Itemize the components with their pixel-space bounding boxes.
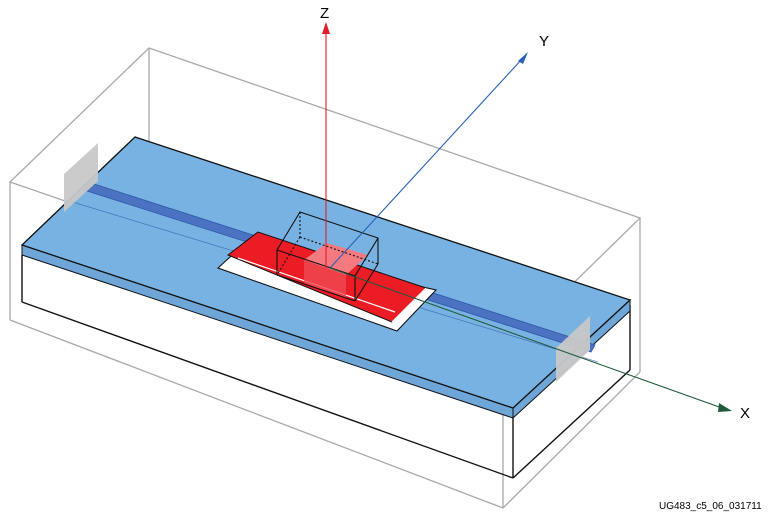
- x-axis-label: X: [740, 405, 750, 422]
- x-axis: [329, 267, 732, 412]
- pad-highlight: [304, 243, 368, 275]
- figure-id: UG483_c5_06_031711: [659, 501, 762, 512]
- right-wave-port: [556, 316, 590, 382]
- left-wave-port: [64, 143, 98, 212]
- z-axis: [322, 22, 330, 268]
- pad-highlight-lower: [304, 260, 346, 298]
- substrate-box-outline: [21, 255, 631, 479]
- port-box-wireframe: [276, 211, 379, 302]
- y-axis-label: Y: [539, 33, 549, 50]
- red-pad-stripe-2: [391, 287, 427, 323]
- y-axis: [329, 52, 528, 269]
- z-axis-label: Z: [320, 5, 329, 22]
